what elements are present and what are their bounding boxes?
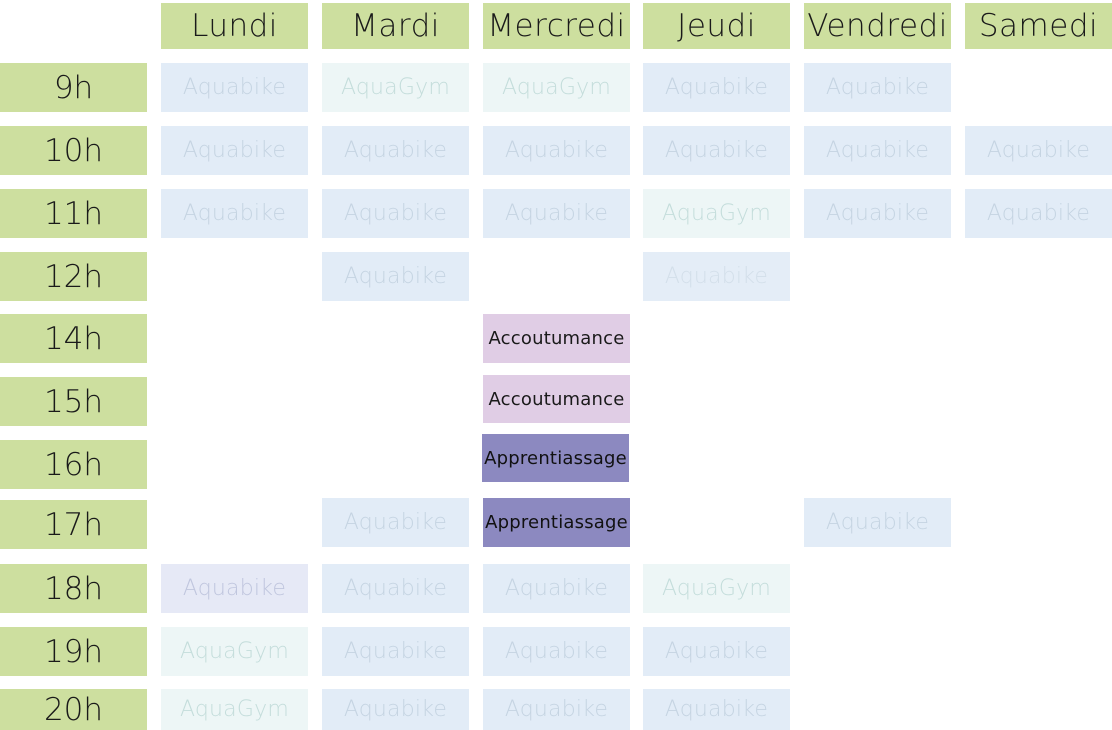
day-header-mardi: Mardi bbox=[322, 3, 469, 49]
class-slot[interactable]: Aquabike bbox=[643, 689, 790, 730]
hour-label-9h: 9h bbox=[0, 63, 147, 112]
class-slot[interactable]: Aquabike bbox=[643, 252, 790, 301]
class-slot[interactable]: Aquabike bbox=[643, 126, 790, 175]
day-header-samedi: Samedi bbox=[965, 3, 1112, 49]
class-slot[interactable]: Aquabike bbox=[804, 63, 951, 112]
class-slot[interactable]: Aquabike bbox=[161, 126, 308, 175]
hour-label-18h: 18h bbox=[0, 564, 147, 613]
class-slot[interactable]: Aquabike bbox=[322, 564, 469, 613]
class-slot[interactable]: Aquabike bbox=[483, 689, 630, 730]
hour-label-15h: 15h bbox=[0, 377, 147, 426]
class-slot[interactable]: Aquabike bbox=[322, 126, 469, 175]
hour-label-16h: 16h bbox=[0, 440, 147, 489]
class-slot[interactable]: Aquabike bbox=[804, 126, 951, 175]
class-slot[interactable]: Aquabike bbox=[804, 498, 951, 547]
class-slot[interactable]: Accoutumance bbox=[483, 314, 630, 363]
hour-label-17h: 17h bbox=[0, 500, 147, 549]
class-slot[interactable]: AquaGym bbox=[643, 189, 790, 238]
day-header-vendredi: Vendredi bbox=[804, 3, 951, 49]
hour-label-12h: 12h bbox=[0, 252, 147, 301]
class-slot[interactable]: Aquabike bbox=[483, 564, 630, 613]
hour-label-11h: 11h bbox=[0, 189, 147, 238]
hour-label-20h: 20h bbox=[0, 689, 147, 730]
class-slot[interactable]: Apprentiassage bbox=[482, 434, 629, 482]
class-slot[interactable]: Apprentiassage bbox=[483, 498, 630, 547]
day-header-jeudi: Jeudi bbox=[643, 3, 790, 49]
class-slot[interactable]: Aquabike bbox=[483, 126, 630, 175]
class-slot[interactable]: AquaGym bbox=[483, 63, 630, 112]
class-slot[interactable]: AquaGym bbox=[161, 627, 308, 676]
class-slot[interactable]: Aquabike bbox=[483, 189, 630, 238]
class-slot[interactable]: Aquabike bbox=[161, 189, 308, 238]
class-slot[interactable]: Accoutumance bbox=[483, 375, 630, 423]
class-slot[interactable]: Aquabike bbox=[322, 627, 469, 676]
class-slot[interactable]: AquaGym bbox=[643, 564, 790, 613]
day-header-mercredi: Mercredi bbox=[483, 3, 630, 49]
class-slot[interactable]: AquaGym bbox=[161, 689, 308, 730]
hour-label-14h: 14h bbox=[0, 314, 147, 363]
day-header-lundi: Lundi bbox=[161, 3, 308, 49]
class-slot[interactable]: Aquabike bbox=[161, 63, 308, 112]
class-slot[interactable]: Aquabike bbox=[322, 252, 469, 301]
class-slot[interactable]: Aquabike bbox=[804, 189, 951, 238]
class-slot[interactable]: Aquabike bbox=[643, 627, 790, 676]
class-slot[interactable]: Aquabike bbox=[322, 189, 469, 238]
class-slot[interactable]: Aquabike bbox=[322, 689, 469, 730]
class-slot[interactable]: Aquabike bbox=[161, 564, 308, 613]
hour-label-19h: 19h bbox=[0, 627, 147, 676]
class-slot[interactable]: Aquabike bbox=[322, 498, 469, 547]
class-slot[interactable]: Aquabike bbox=[483, 627, 630, 676]
class-slot[interactable]: Aquabike bbox=[643, 63, 790, 112]
class-slot[interactable]: Aquabike bbox=[965, 189, 1112, 238]
class-slot[interactable]: AquaGym bbox=[322, 63, 469, 112]
class-slot[interactable]: Aquabike bbox=[965, 126, 1112, 175]
hour-label-10h: 10h bbox=[0, 126, 147, 175]
